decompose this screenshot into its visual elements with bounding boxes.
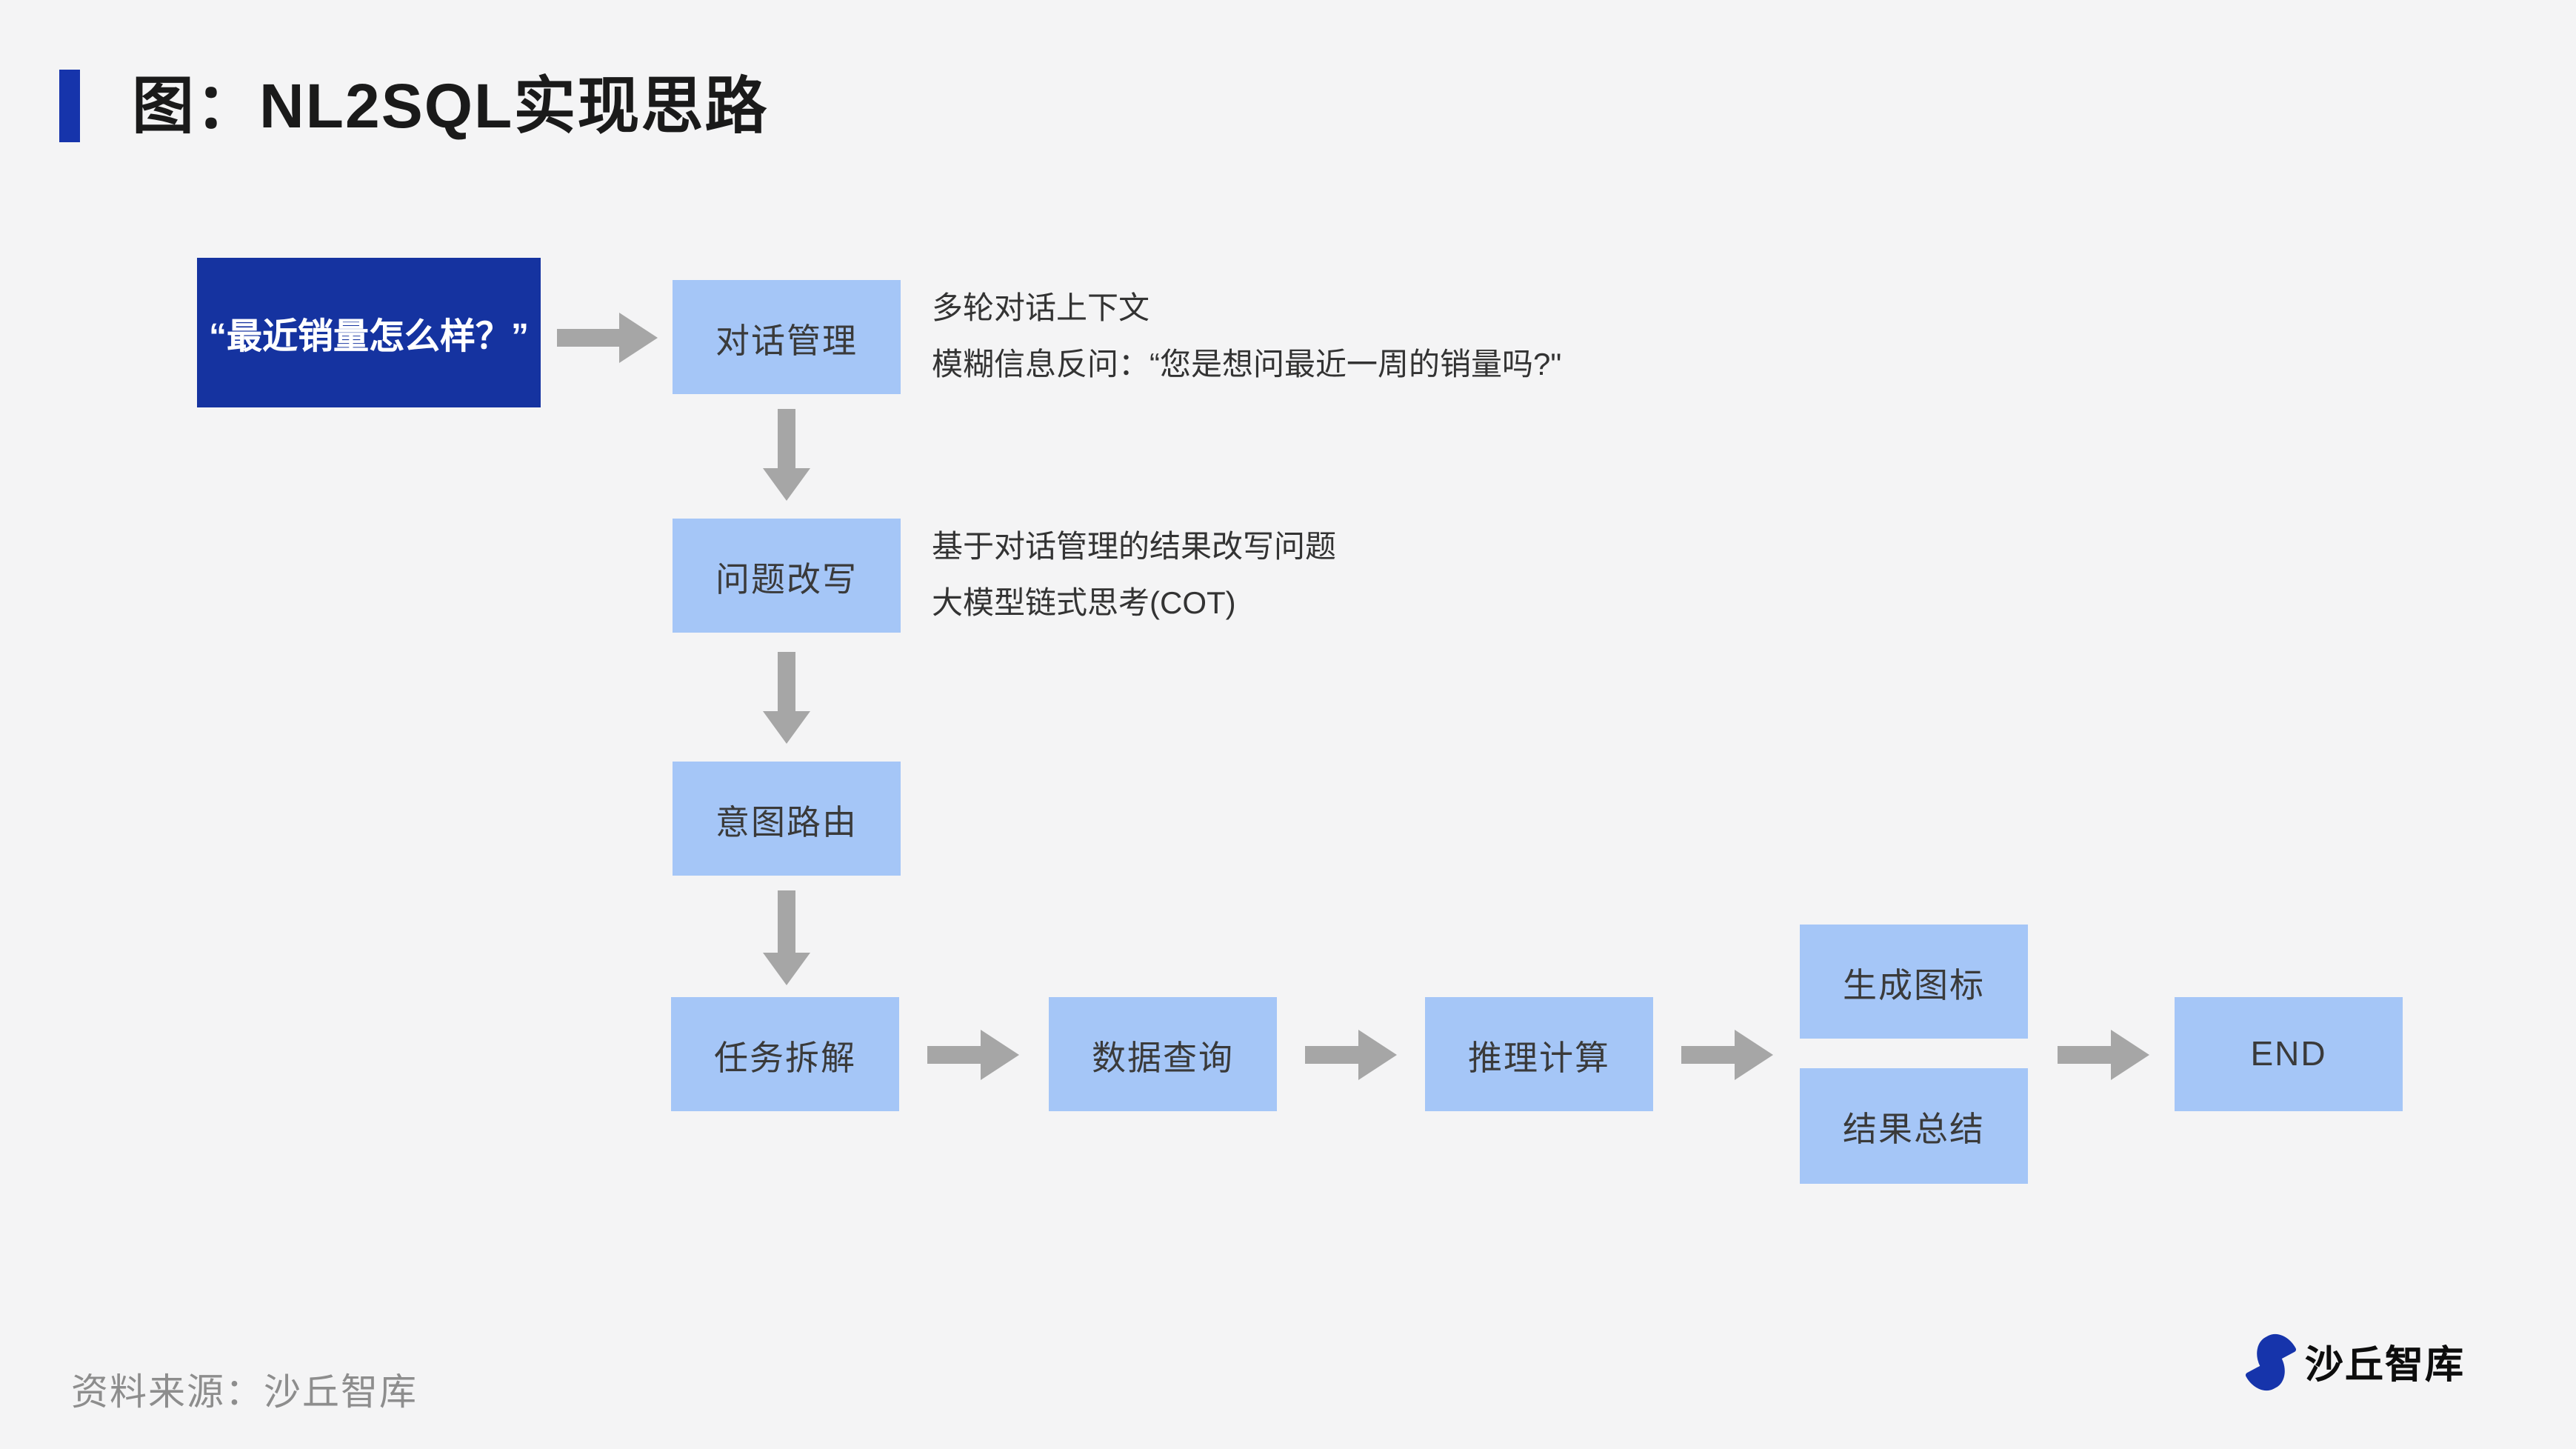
arrow-head [981, 1030, 1019, 1080]
flow-node-label: “最近销量怎么样？” [209, 317, 529, 357]
annotation-line: 大模型链式思考(COT) [932, 586, 1236, 620]
arrow-shaft [778, 652, 795, 711]
arrow-head [2111, 1030, 2149, 1080]
flow-node-chart-generation: 生成图标 [1800, 925, 2028, 1039]
arrow-down-icon [761, 652, 812, 744]
flow-node-label: 问题改写 [715, 559, 858, 598]
flow-node-reasoning-computation: 推理计算 [1425, 997, 1653, 1111]
flow-node-user-question: “最近销量怎么样？” [197, 258, 541, 407]
arrow-shaft [927, 1046, 981, 1064]
page-title: 图：NL2SQL实现思路 [132, 71, 769, 141]
flow-node-task-decomposition: 任务拆解 [671, 997, 899, 1111]
arrow-down-icon [761, 890, 812, 985]
flow-node-label: 生成图标 [1843, 965, 1985, 1004]
arrow-head [763, 953, 810, 985]
flow-node-label: 数据查询 [1092, 1038, 1234, 1076]
arrow-head [1358, 1030, 1397, 1080]
arrow-head [763, 468, 810, 501]
source-note: 资料来源：沙丘智库 [71, 1372, 418, 1413]
arrow-right-icon [1305, 1030, 1397, 1080]
flow-node-question-rewrite: 问题改写 [673, 519, 901, 633]
arrow-shaft [557, 329, 619, 347]
brand-logo: 沙丘智库 [2244, 1326, 2466, 1397]
flow-node-label: 任务拆解 [714, 1038, 856, 1076]
annotation-question-rewrite: 基于对话管理的结果改写问题 大模型链式思考(COT) [932, 519, 1336, 633]
arrow-right-icon [1681, 1030, 1773, 1080]
flow-node-label: 对话管理 [715, 321, 858, 359]
logo-half-bottom [2244, 1354, 2293, 1397]
flow-node-dialog-management: 对话管理 [673, 280, 901, 394]
title-accent-bar [59, 70, 80, 142]
arrow-head [763, 711, 810, 744]
flow-node-data-query: 数据查询 [1049, 997, 1277, 1111]
flow-node-end: END [2175, 997, 2403, 1111]
arrow-shaft [2058, 1046, 2111, 1064]
flow-node-intent-routing: 意图路由 [673, 762, 901, 876]
brand-logo-icon [2244, 1326, 2298, 1397]
annotation-line: 基于对话管理的结果改写问题 [932, 530, 1336, 564]
arrow-down-icon [761, 409, 812, 501]
flow-node-label: 结果总结 [1843, 1110, 1985, 1148]
brand-name: 沙丘智库 [2305, 1342, 2466, 1387]
arrow-shaft [1305, 1046, 1358, 1064]
arrow-shaft [778, 890, 795, 953]
flow-node-result-summary: 结果总结 [1800, 1068, 2028, 1184]
arrow-head [619, 313, 658, 363]
arrow-shaft [778, 409, 795, 468]
annotation-line: 模糊信息反问：“您是想问最近一周的销量吗?" [932, 347, 1562, 382]
flow-node-label: 推理计算 [1468, 1038, 1610, 1076]
annotation-line: 多轮对话上下文 [932, 291, 1149, 325]
arrow-right-icon [927, 1030, 1019, 1080]
flow-node-label: 意图路由 [715, 802, 858, 841]
flow-node-label: END [2250, 1034, 2327, 1073]
arrow-head [1735, 1030, 1773, 1080]
annotation-dialog-management: 多轮对话上下文 模糊信息反问：“您是想问最近一周的销量吗?" [932, 280, 1561, 394]
arrow-shaft [1681, 1046, 1735, 1064]
arrow-right-icon [557, 313, 658, 363]
arrow-right-icon [2058, 1030, 2149, 1080]
